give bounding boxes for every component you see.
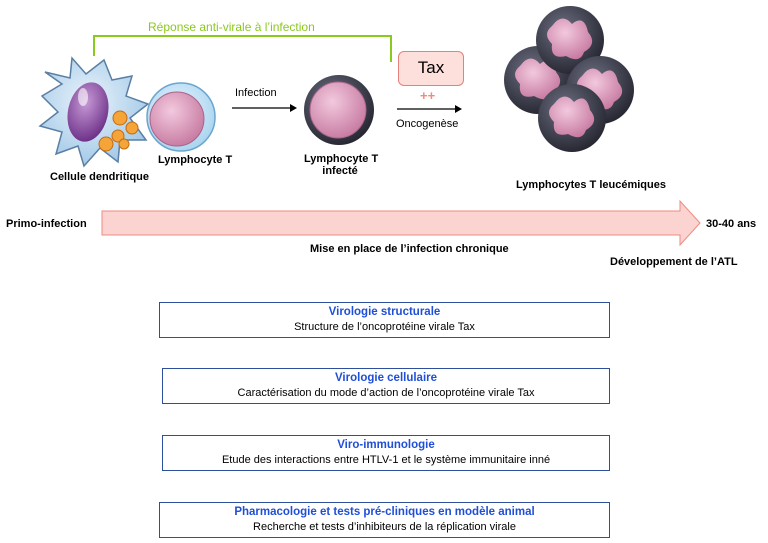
dendritic-cell-label: Cellule dendritique [50, 171, 150, 183]
infected-lymphocyte-cell [304, 75, 374, 145]
box-description: Structure de l’oncoprotéine virale Tax [294, 321, 475, 333]
immune-response-label: Réponse anti-virale à l’infection [148, 20, 315, 34]
response-bracket [93, 35, 392, 62]
research-box-pharmacology: Pharmacologie et tests pré-cliniques en … [159, 502, 610, 538]
oncogenesis-label: Oncogenèse [396, 118, 459, 130]
box-title: Virologie structurale [328, 306, 441, 318]
leukemic-cells [504, 6, 634, 152]
leukemic-label: Lymphocytes T leucémiques [516, 179, 666, 191]
research-box-structural: Virologie structurale Structure de l’onc… [159, 302, 610, 338]
box-title: Virologie cellulaire [334, 372, 438, 384]
research-box-immunology: Viro-immunologie Etude des interactions … [162, 435, 610, 471]
infected-lymphocyte-label: Lymphocyte T infecté [304, 153, 379, 177]
box-title: Viro-immunologie [337, 439, 435, 451]
infection-label: Infection [235, 87, 277, 99]
timeline-arrow [101, 199, 701, 247]
timeline-end-label: 30-40 ans [706, 218, 757, 230]
lymphocyte-t-label: Lymphocyte T [158, 154, 233, 166]
infected-label-line2: infecté [322, 165, 358, 177]
dendritic-cell [38, 56, 150, 168]
infected-label-line1: Lymphocyte T [304, 153, 379, 165]
box-description: Etude des interactions entre HTLV-1 et l… [221, 454, 551, 466]
timeline-middle-label: Mise en place de l’infection chronique [310, 243, 509, 255]
research-box-cellular: Virologie cellulaire Caractérisation du … [162, 368, 610, 404]
box-description: Recherche et tests d’inhibiteurs de la r… [253, 521, 516, 533]
tax-badge: Tax [398, 51, 464, 86]
timeline-start-label: Primo-infection [6, 218, 87, 230]
plus-plus-label: ++ [420, 88, 436, 103]
lymphocyte-t-cell [146, 82, 216, 152]
box-description: Caractérisation du mode d’action de l’on… [237, 387, 535, 399]
box-title: Pharmacologie et tests pré-cliniques en … [234, 506, 535, 518]
timeline-end-caption: Développement de l’ATL [610, 256, 738, 268]
